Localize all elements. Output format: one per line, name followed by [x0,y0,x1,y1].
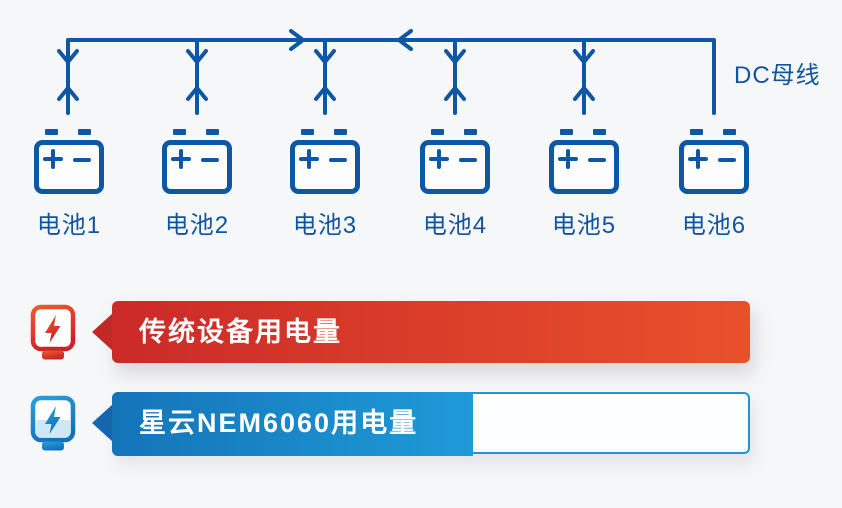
battery-label: 电池6 [681,212,747,239]
bus-arrow-right [289,29,305,51]
battery-label: 电池3 [292,212,358,239]
battery-icon [419,129,491,197]
battery-unit-2: 电池2 [152,129,242,240]
dc-bus-wiring [57,29,716,115]
battery-unit-3: 电池3 [280,129,370,240]
nem6060-consumption-label: 星云NEM6060用电量 [139,408,419,438]
bus-arrow-left [397,29,413,51]
battery-icon [33,129,105,197]
power-meter-lightning-icon [30,304,76,360]
nem6060-consumption-bar-outline: 星云NEM6060用电量 [112,392,750,456]
traditional-consumption-bar: 传统设备用电量 [112,301,750,363]
traditional-consumption-label: 传统设备用电量 [139,317,342,347]
battery-unit-6: 电池6 [669,129,759,240]
battery-icon [161,129,233,197]
battery-icon [548,129,620,197]
battery-icon [289,129,361,197]
battery-label: 电池2 [164,212,230,239]
bus-line [66,38,716,115]
battery-unit-4: 电池4 [410,129,500,240]
battery-label: 电池1 [36,212,102,239]
battery-label: 电池4 [422,212,488,239]
red-bar-pointer [92,313,113,351]
blue-bar-pointer [92,404,113,442]
battery-unit-1: 电池1 [24,129,114,240]
battery-unit-5: 电池5 [539,129,629,240]
lightning-icon [45,406,61,434]
dc-bus-label: DC母线 [734,62,821,89]
lightning-icon [45,315,61,343]
power-meter-lightning-icon [30,395,76,451]
battery-icon [678,129,750,197]
battery-label: 电池5 [551,212,617,239]
nem6060-consumption-bar-fill: 星云NEM6060用电量 [112,392,473,456]
